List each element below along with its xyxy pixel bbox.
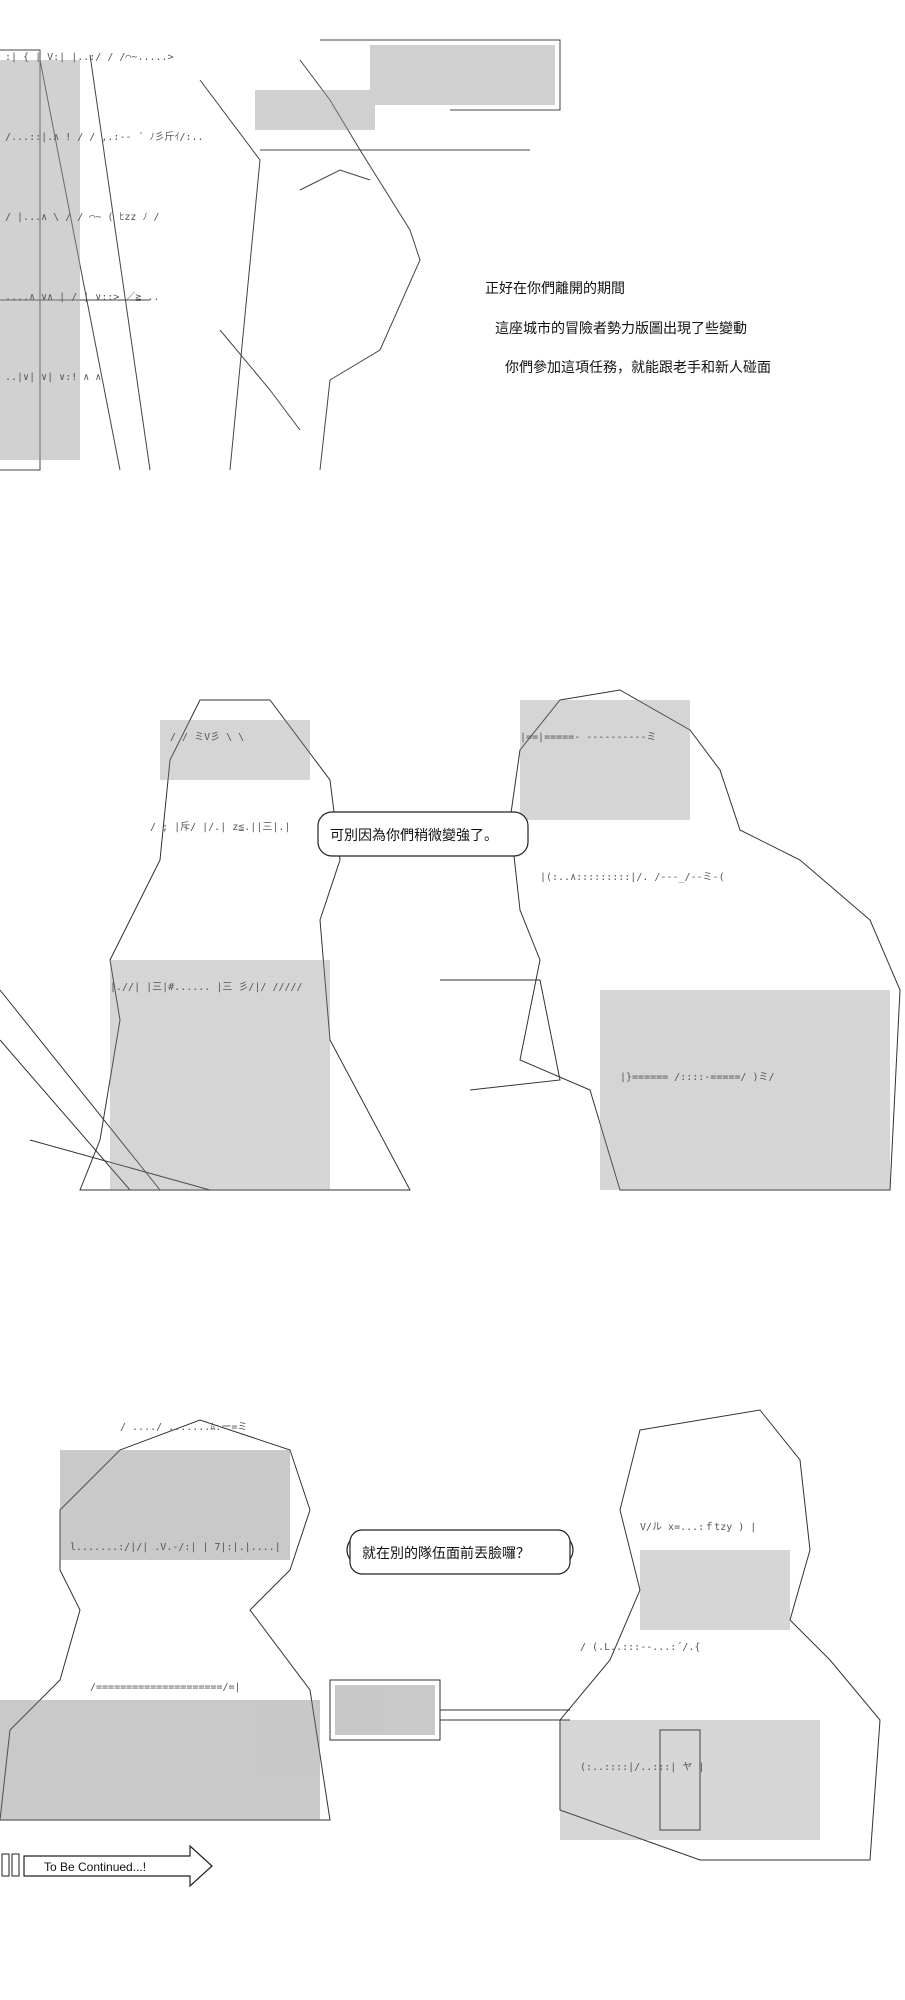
svg-text:/=====================/=|: /=====================/=| — [90, 1682, 241, 1693]
tbc-label: To Be Continued...! — [44, 1860, 146, 1874]
svg-text:..|∨| ∨| ∨:! ∧ ∧: ..|∨| ∨| ∨:! ∧ ∧ — [5, 372, 101, 383]
svg-text:|.//| |三|#...... |三 彡/|/ ////: |.//| |三|#...... |三 彡/|/ ///// — [110, 982, 303, 993]
svg-text:/ ; |斥/ |/.| z≦.||三|.|: / ; |斥/ |/.| z≦.||三|.| — [150, 821, 290, 833]
svg-text:/ ..../ .......ﾑ.ー=ミ: / ..../ .......ﾑ.ー=ミ — [120, 1422, 247, 1433]
tbc-icon-box-2 — [11, 1853, 20, 1877]
svg-text:/...::|.∧ ! / / ,.:-‐ ´ ﾉ: /...::|.∧ ! / / ,.:-‐ ´ ﾉ彡斤ｲ/:.. — [5, 131, 204, 143]
svg-text:l.......:/|/| .V.-/:| | 7|:|.|: l.......:/|/| .V.-/:| | 7|:|.|....| — [70, 1542, 281, 1553]
panel-2: / / ミV彡 \ \ / ; |斥/ |/.| z≦.||三|.| |.//|… — [0, 660, 905, 1220]
panel-1: :| { | V:| |..:/ / /⌒~.....> /...::|.∧ !… — [0, 0, 905, 500]
narration-line-2: 這座城市的冒險者勢力版圖出現了些變動 — [495, 321, 747, 337]
svg-text::| { | V:| |..:/ / /⌒~.: :| { | V:| |..:/ / /⌒~.....> — [5, 52, 174, 63]
to-be-continued-arrow: To Be Continued...! — [1, 1844, 213, 1888]
panel-3-ascii-art: / ..../ .......ﾑ.ー=ミ l.......:/|/| .V.-/… — [0, 1409, 881, 1861]
narration-line-3: 你們參加這項任務，就能跟老手和新人碰面 — [505, 360, 771, 376]
svg-text:(:..::::|/..:::| ヤ |: (:..::::|/..:::| ヤ | — [580, 1762, 704, 1773]
tbc-arrow-shape — [23, 1844, 213, 1888]
svg-text:....∧ ∨∧ | / | ∨::> ／≧ ..: ....∧ ∨∧ | / | ∨::> ／≧ .. — [5, 291, 160, 303]
svg-text:V/ル x=...:ｆtzy ) |: V/ル x=...:ｆtzy ) | — [640, 1521, 756, 1533]
svg-text:/ |...∧ \ / / ⌒~ ( ﾋz: / |...∧ \ / / ⌒~ ( ﾋzz ﾉ / — [5, 211, 160, 223]
svg-text:|==|=====‐ ----------ミ: |==|=====‐ ----------ミ — [520, 732, 656, 743]
speech-bubble-1: 可別因為你們稍微變強了。 — [317, 811, 529, 857]
panel-1-ascii-art: :| { | V:| |..:/ / /⌒~.....> /...::|.∧ !… — [0, 39, 561, 471]
svg-text:/ (.L..:::--...:´/.{: / (.L..:::--...:´/.{ — [580, 1641, 700, 1653]
panel-3: / ..../ .......ﾑ.ー=ミ l.......:/|/| .V.-/… — [0, 1390, 905, 1870]
panel-2-ascii-art: / / ミV彡 \ \ / ; |斥/ |/.| z≦.||三|.| |.//|… — [0, 689, 901, 1191]
speech-bubble-2-text: 就在別的隊伍面前丟臉囉？ — [362, 1545, 530, 1562]
tbc-icon-box — [1, 1853, 10, 1877]
svg-text:/ / ミV彡 \ \: / / ミV彡 \ \ — [170, 732, 244, 743]
svg-text:|(:..∧:::::::::|/. /‐--_/--ミ-(: |(:..∧:::::::::|/. /‐--_/--ミ-( — [540, 872, 725, 883]
speech-bubble-1-text: 可別因為你們稍微變強了。 — [330, 828, 498, 844]
svg-text:|}====== /::::-=====/ )ミ/: |}====== /::::-=====/ )ミ/ — [620, 1072, 775, 1083]
narration-line-1: 正好在你們離開的期間 — [485, 281, 625, 297]
speech-bubble-2: 就在別的隊伍面前丟臉囉？ — [346, 1529, 574, 1575]
